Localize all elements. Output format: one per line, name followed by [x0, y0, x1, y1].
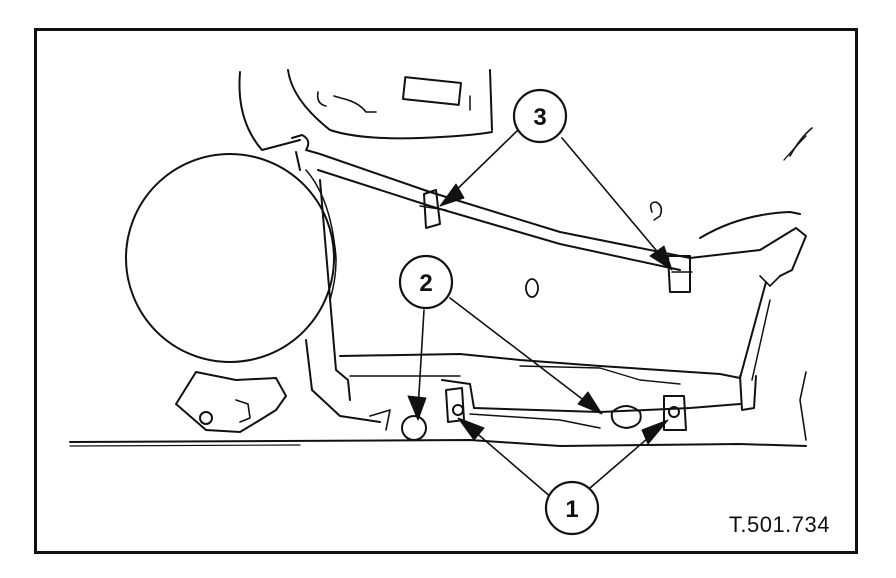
floor-line-lower — [69, 444, 301, 447]
leader-lines — [417, 129, 667, 499]
drain-plug — [401, 415, 427, 441]
right-top-curve — [789, 127, 813, 157]
upper-body-outline — [238, 69, 493, 151]
callout-2: 2 — [398, 254, 454, 310]
bracket-left — [419, 189, 447, 229]
callout-3: 3 — [512, 88, 568, 144]
callout-1-label: 1 — [565, 496, 578, 523]
callout-3-label: 3 — [533, 104, 546, 131]
small-mark-hook — [649, 201, 663, 221]
callout-2-label: 2 — [419, 270, 432, 297]
arrowhead-2b — [577, 391, 603, 415]
bracket-right — [667, 255, 693, 293]
arrowhead-3a — [439, 183, 465, 207]
lower-chassis — [305, 179, 771, 429]
left-lower-bracket — [175, 371, 391, 433]
arrowhead-3b — [649, 245, 673, 271]
callout-1: 1 — [544, 480, 600, 536]
clamp-ring — [610, 405, 642, 429]
right-top-curve-2 — [783, 135, 807, 161]
right-edge — [799, 371, 807, 441]
frame-rail — [291, 134, 807, 287]
figure-reference-code: T.501.734 — [728, 512, 830, 537]
arrowheads — [407, 183, 673, 445]
arrowhead-2a — [407, 395, 427, 421]
arrowhead-1b — [641, 419, 669, 445]
fastener-right — [663, 395, 687, 431]
floor-line — [69, 439, 807, 447]
wheel — [125, 153, 337, 363]
fastener-left — [445, 387, 465, 423]
arrowhead-1a — [457, 417, 485, 441]
small-mark-oval — [525, 278, 539, 298]
